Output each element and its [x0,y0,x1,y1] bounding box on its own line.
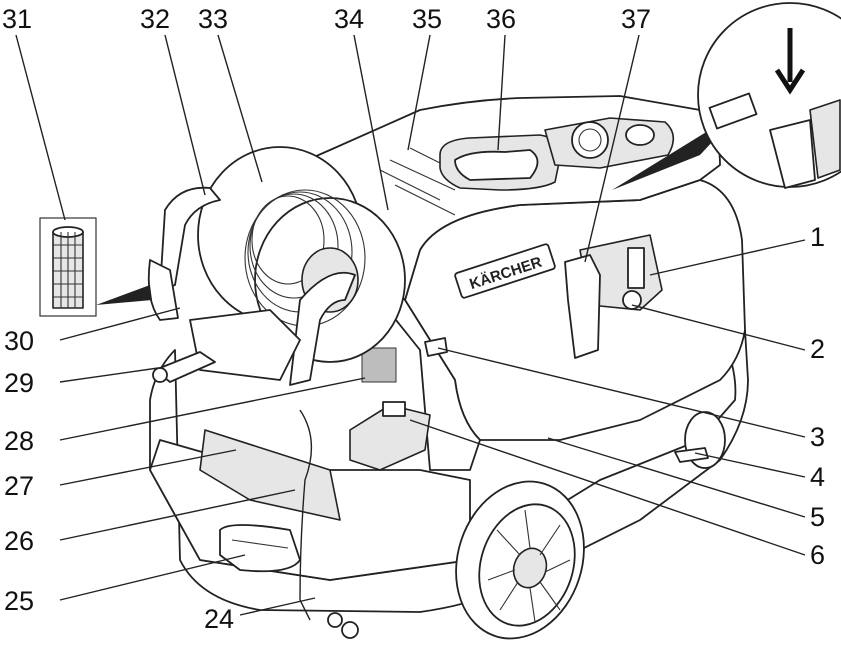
top-dial-small [625,124,655,146]
callout-24: 24 [204,604,234,634]
leader-5 [547,437,806,518]
cover-slat [379,169,441,201]
callout-30: 30 [4,326,34,356]
leader-29 [59,367,159,383]
top-dial [571,121,609,159]
callout-3: 3 [810,422,825,452]
cover-slat [389,159,456,191]
control-box [564,254,601,359]
leader-1 [649,239,806,276]
leader-28 [59,377,366,441]
detail-bay [809,99,841,179]
callout-36: 36 [486,4,516,34]
brand-badge [454,243,556,299]
leader-37 [584,34,640,263]
reel-side-handle [289,271,356,386]
front-caster-2 [341,621,359,639]
callout-1: 1 [810,222,825,252]
rear-handle [147,259,179,321]
callout-6: 6 [810,540,825,570]
hub-cap [512,547,548,589]
front-caster [327,612,343,628]
detergent-tank [627,247,645,289]
hose [299,409,313,621]
leader-31 [15,34,66,221]
callout-28: 28 [4,426,34,456]
parking-brake [674,447,709,463]
leader-4 [694,452,806,478]
leader-6 [409,419,806,556]
front-handle [219,524,301,573]
leader-27 [59,449,237,486]
callout-35: 35 [412,4,442,34]
callout-34: 34 [334,4,364,34]
detail-badge [708,92,758,130]
leader-25 [59,554,246,601]
cover-slat [394,184,456,216]
callout-26: 26 [4,526,34,556]
front-housing [299,239,481,471]
detergent-cap [622,290,642,310]
sieve-inset [39,217,152,317]
detail-magnifier [612,2,841,190]
main-switch [382,401,406,417]
leader-33 [217,34,263,183]
callout-31: 31 [2,4,32,34]
leader-3 [437,347,806,438]
sieve-pointer [96,285,152,305]
type-plate [361,347,397,383]
leader-36 [497,34,506,151]
cover-grip [424,337,448,357]
down-arrow-icon [774,28,806,95]
callout-29: 29 [4,368,34,398]
leader-35 [407,34,431,151]
callout-labels: 31 32 33 34 35 36 37 1 2 3 4 5 6 30 29 2… [2,4,825,634]
callout-5: 5 [810,502,825,532]
wheel [455,480,585,640]
leader-24 [239,597,316,616]
leader-32 [164,34,206,196]
callout-37: 37 [621,4,651,34]
leader-lines [15,34,806,616]
leader-2 [631,304,806,351]
leader-30 [59,307,181,341]
callout-33: 33 [198,4,228,34]
detail-switch-box [769,119,816,189]
callout-32: 32 [140,4,170,34]
hose-reel-assembly [147,146,406,386]
coupling-nut [152,367,168,383]
callout-2: 2 [810,334,825,364]
callout-4: 4 [810,462,825,492]
leader-26 [59,489,296,541]
leader-34 [353,34,389,211]
reel-handle [159,186,221,291]
callout-27: 27 [4,471,34,501]
filler-cap [454,149,539,181]
callout-25: 25 [4,586,34,616]
